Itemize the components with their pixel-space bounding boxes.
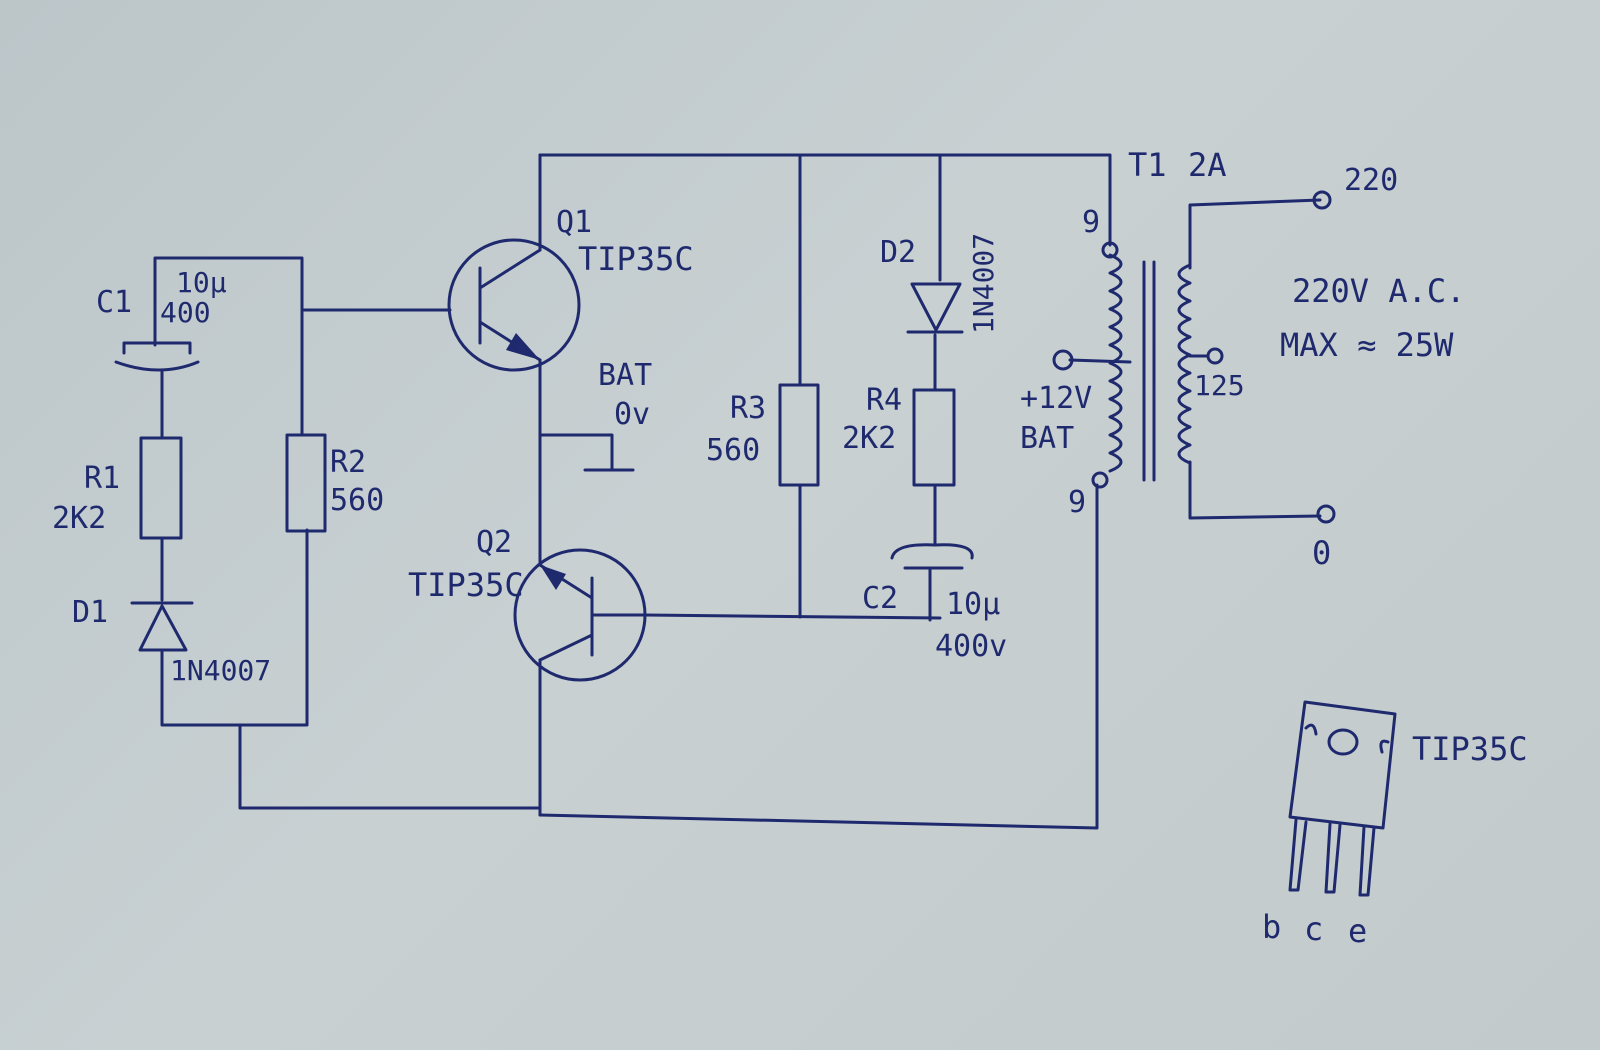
r4-value: 2K2 (842, 421, 896, 456)
tap-top-label: 9 (1082, 205, 1100, 240)
resistor-r3: R3 560 (706, 383, 820, 487)
t1-primary-coil (1108, 253, 1123, 473)
r2-ref: R2 (330, 445, 366, 480)
package-body (1288, 700, 1397, 830)
wire-left-ground (238, 723, 542, 810)
wire-12v-tap (1068, 358, 1132, 364)
capacitor-c1: C1 10µ 400 (96, 266, 227, 372)
package-pin-e (1358, 825, 1376, 897)
package-part-label: TIP35C (1412, 730, 1528, 768)
r3-ref: R3 (730, 391, 766, 426)
wire-secondary-top (1188, 198, 1322, 270)
wire-q2-base (643, 613, 942, 620)
tap-bottom-label: 9 (1068, 485, 1086, 520)
bat-12v-label: +12V (1020, 381, 1092, 416)
bat-0v-terminal: BAT 0v (598, 358, 652, 432)
c1-voltage: 400 (160, 296, 211, 329)
wires (153, 153, 1322, 830)
package-notch-right (1379, 739, 1390, 754)
c1-plate-top (122, 341, 192, 355)
package-pin-b-label: b (1262, 908, 1281, 946)
r1-body (139, 436, 183, 540)
output-terminals: 220 0 220V A.C. MAX ≈ 25W (1280, 163, 1465, 572)
package-pin-b (1288, 818, 1308, 892)
transistor-q2: Q2 TIP35C (408, 525, 647, 682)
c2-plate-top (890, 543, 974, 560)
r4-ref: R4 (866, 383, 902, 418)
r4-body (912, 388, 956, 487)
resistor-r2: R2 560 (285, 433, 384, 533)
c1-ref: C1 (96, 285, 132, 320)
tip35c-package: TIP35C b c e (1262, 700, 1528, 950)
c1-plate-bottom (114, 360, 200, 372)
t1-secondary-coil (1177, 263, 1192, 465)
d2-triangle (910, 282, 962, 332)
d1-triangle (138, 604, 188, 652)
wire-bottom-rail (538, 483, 1099, 830)
wire-top-rail (538, 153, 1112, 247)
out-0-label: 0 (1312, 534, 1331, 572)
bat-0v-label: BAT (598, 358, 652, 393)
wire-c1-top (153, 256, 304, 437)
package-pin-e-label: e (1348, 912, 1367, 950)
c2-value: 10µ (946, 587, 1000, 622)
r3-body (778, 383, 820, 487)
c2-ref: C2 (862, 581, 898, 616)
package-notch-left (1304, 723, 1318, 736)
t1-12v-terminal (1052, 349, 1074, 371)
bat-12v-bat-label: BAT (1020, 421, 1074, 456)
r3-value: 560 (706, 433, 760, 468)
package-pin-c (1324, 822, 1342, 894)
r1-value: 2K2 (52, 501, 106, 536)
package-mount-hole (1327, 728, 1359, 756)
c1-value: 10µ (176, 266, 227, 299)
q1-emitter-arrow (506, 333, 540, 360)
wire-secondary-bottom (1188, 460, 1322, 520)
package-pin-c-label: c (1304, 910, 1323, 948)
q1-collector-lead (478, 248, 542, 290)
wire-bat0v (538, 433, 614, 472)
q2-emitter-arrow (540, 565, 566, 590)
out-220-label: 220 (1344, 163, 1398, 198)
r2-value: 560 (330, 483, 384, 518)
capacitor-c2: C2 10µ 400v (862, 543, 1007, 664)
out-220-terminal (1312, 190, 1332, 210)
d1-part: 1N4007 (170, 654, 271, 687)
spec-line-1: 220V A.C. (1292, 272, 1465, 310)
q2-ref: Q2 (476, 525, 512, 560)
d1-ref: D1 (72, 595, 108, 630)
c2-voltage: 400v (935, 629, 1007, 664)
r1-ref: R1 (84, 461, 120, 496)
diode-d2: D2 1N4007 (880, 233, 1000, 334)
q1-envelope (447, 238, 581, 372)
spec-line-2: MAX ≈ 25W (1280, 326, 1454, 364)
resistor-r1: R1 2K2 (52, 436, 183, 540)
q1-part: TIP35C (578, 240, 694, 278)
transformer-t1: T1 2A 9 9 125 +12V BAT (1020, 146, 1245, 520)
q2-part: TIP35C (408, 566, 524, 604)
t1-ref: T1 (1128, 146, 1167, 184)
d2-ref: D2 (880, 235, 916, 270)
out-0-terminal (1316, 504, 1336, 524)
t1-primary-top-terminal (1101, 241, 1119, 259)
t1-125-terminal (1206, 347, 1224, 365)
t1-primary-bottom-terminal (1091, 471, 1109, 489)
t1-rating: 2A (1188, 146, 1227, 184)
q2-collector-lead (538, 633, 594, 662)
bat-0v-value: 0v (614, 397, 650, 432)
d2-part: 1N4007 (967, 233, 1000, 334)
diode-d1: D1 1N4007 (72, 595, 271, 687)
tap-125-label: 125 (1194, 369, 1245, 402)
transistor-q1: Q1 TIP35C (447, 205, 694, 372)
wire-d1-bottom (160, 528, 309, 727)
r2-body (285, 433, 327, 533)
resistor-r4: R4 2K2 (842, 383, 956, 487)
q1-ref: Q1 (556, 205, 592, 240)
